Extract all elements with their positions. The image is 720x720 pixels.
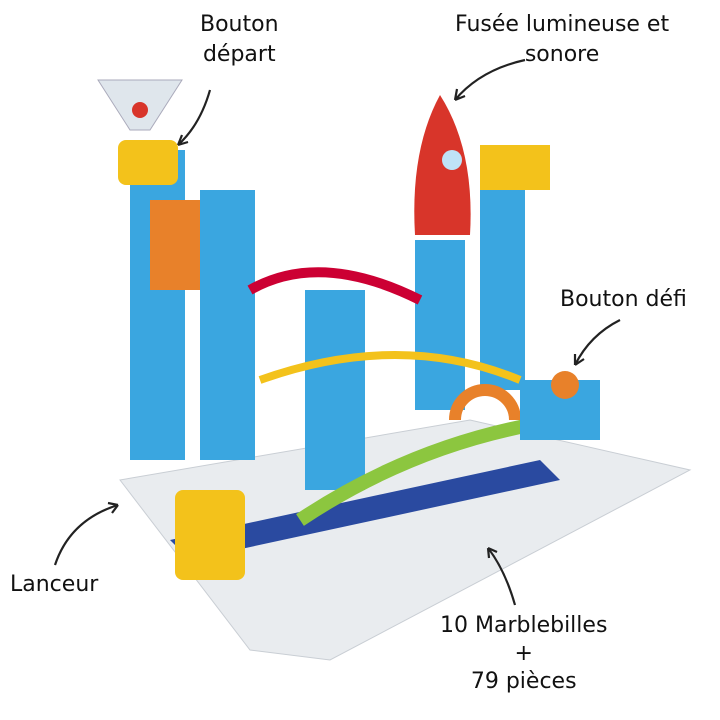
- track-red: [247, 267, 423, 305]
- label-line: 79 pièces: [470, 669, 577, 694]
- tower-left: [130, 150, 185, 460]
- label-line: sonore: [524, 42, 600, 67]
- arrow-start-button: [176, 89, 212, 147]
- label-line: +: [514, 641, 533, 666]
- track-yellow: [258, 351, 522, 384]
- arrow-launcher: [53, 501, 119, 566]
- annotation-arrows: [53, 58, 621, 606]
- launcher: [175, 490, 245, 580]
- label-contents: 10 Marblebilles + 79 pièces: [440, 612, 607, 696]
- tower-mid: [305, 290, 365, 490]
- rocket: [414, 95, 471, 235]
- tower-far-right: [480, 190, 525, 390]
- track-orange-spiral: [449, 384, 521, 421]
- label-launcher: Lanceur: [10, 572, 99, 597]
- marble-red: [132, 102, 148, 118]
- label-line: Fusée lumineuse et: [455, 12, 670, 37]
- label-line: Bouton: [200, 12, 279, 37]
- base-track: [170, 460, 560, 560]
- rocket-window: [442, 150, 462, 170]
- tower-right: [415, 240, 465, 410]
- label-start-button: Bouton départ: [200, 10, 279, 70]
- challenge-cup: [551, 371, 579, 399]
- tower-mid-left: [200, 190, 255, 460]
- label-challenge-button: Bouton défi: [560, 287, 687, 312]
- challenge-unit: [480, 145, 550, 190]
- arrow-contents: [486, 546, 517, 606]
- label-line: départ: [202, 42, 276, 67]
- tower-left-orange: [150, 200, 200, 290]
- start-button-unit: [118, 140, 178, 185]
- label-line: 10 Marblebilles: [440, 613, 608, 638]
- arrow-challenge: [573, 319, 621, 366]
- label-rocket: Fusée lumineuse et sonore: [455, 10, 669, 70]
- arrow-rocket: [453, 58, 526, 102]
